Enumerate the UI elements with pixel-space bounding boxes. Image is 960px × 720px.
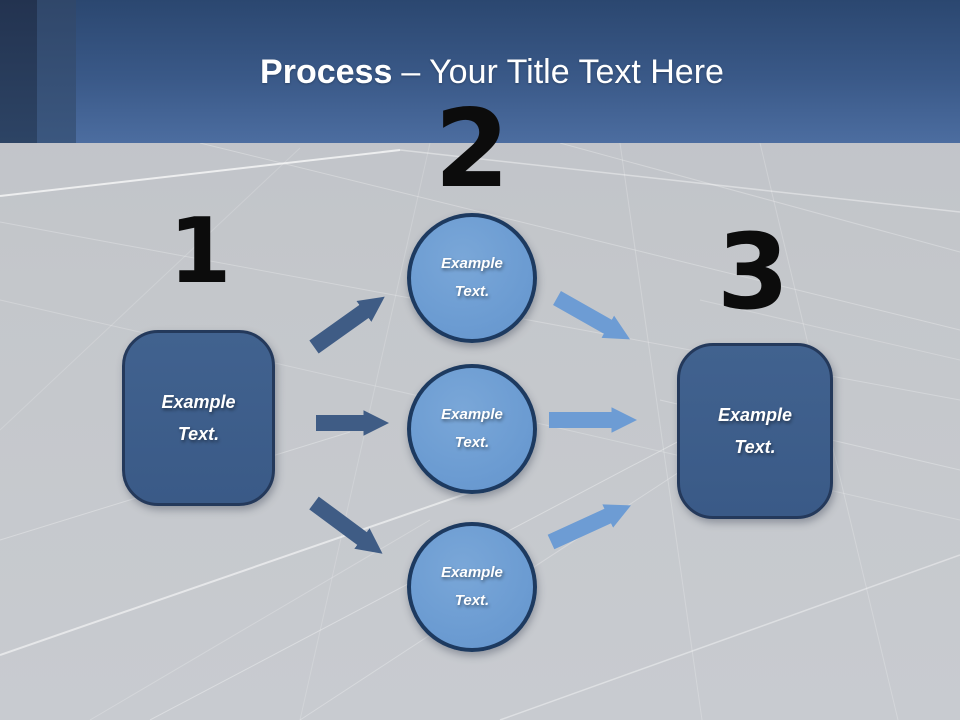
process-box-step3[interactable]: Example Text. (677, 343, 833, 519)
arrow-circle-top-to-box3[interactable] (553, 291, 631, 340)
title-bar (0, 0, 960, 143)
arrow-circle-bot-to-box3[interactable] (547, 504, 631, 550)
process-circle-bottom[interactable]: Example Text. (407, 522, 537, 652)
slide-title[interactable]: Process– Your Title Text Here (0, 50, 960, 94)
process-circle-top-label: Example Text. (441, 254, 503, 301)
step-number-1[interactable]: 1 (168, 199, 232, 304)
step-number-3[interactable]: 3 (716, 211, 790, 333)
arrow-box1-to-circle-top[interactable] (309, 296, 385, 354)
process-circle-bottom-label: Example Text. (441, 563, 503, 610)
process-circle-middle-label: Example Text. (441, 405, 503, 452)
step-number-2[interactable]: 2 (434, 87, 510, 212)
accent-strip-dark (0, 0, 37, 143)
slide-title-keyword: Process (260, 53, 393, 91)
arrow-box1-to-circle-bot[interactable] (309, 496, 383, 554)
process-box-step1[interactable]: Example Text. (122, 330, 275, 506)
process-circle-top[interactable]: Example Text. (407, 213, 537, 343)
accent-strip-medium (37, 0, 76, 143)
process-circle-middle[interactable]: Example Text. (407, 364, 537, 494)
process-box-step1-label: Example Text. (161, 391, 236, 444)
process-box-step3-label: Example Text. (717, 404, 793, 457)
slide-title-subtitle: – Your Title Text Here (401, 53, 724, 91)
